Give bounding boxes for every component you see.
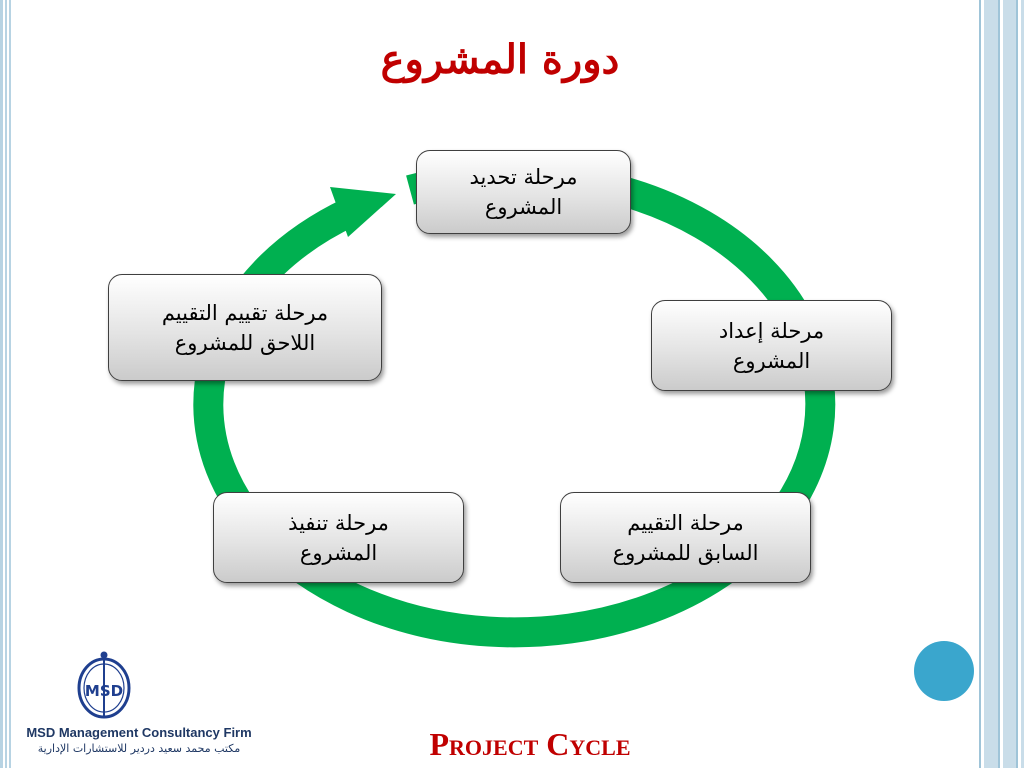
stage-prior-evaluation: مرحلة التقييم السابق للمشروع xyxy=(560,492,811,583)
msd-logo: MSD xyxy=(77,651,131,719)
stage-implementation: مرحلة تنفيذ المشروع xyxy=(213,492,464,583)
stage-preparation-line1: مرحلة إعداد xyxy=(718,318,825,343)
stage-post-evaluation-line2: اللاحق للمشروع xyxy=(174,330,316,355)
svg-text:MSD: MSD xyxy=(85,682,123,700)
stage-identification-line2: المشروع xyxy=(484,195,563,219)
firm-name-english: MSD Management Consultancy Firm xyxy=(26,725,252,740)
stage-preparation-line2: المشروع xyxy=(732,348,811,373)
stage-implementation-line1: مرحلة تنفيذ xyxy=(288,510,389,535)
stage-prior-evaluation-line1: مرحلة التقييم xyxy=(627,510,744,535)
stage-implementation-line2: المشروع xyxy=(299,540,378,565)
slide-title: دورة المشروع xyxy=(380,36,620,83)
cycle-ring xyxy=(193,161,836,648)
stage-identification-line1: مرحلة تحديد xyxy=(469,165,578,189)
firm-name-arabic: مكتب محمد سعيد دردير للاستشارات الإدارية xyxy=(37,742,241,755)
stage-prior-evaluation-line2: السابق للمشروع xyxy=(612,540,759,565)
left-border-decoration xyxy=(0,0,12,768)
cycle-arrowhead xyxy=(330,187,396,237)
stage-identification: مرحلة تحديد المشروع xyxy=(416,150,631,234)
right-border-decoration xyxy=(976,0,1024,768)
footer-title: Project Cycle xyxy=(429,726,631,762)
stage-post-evaluation: مرحلة تقييم التقييم اللاحق للمشروع xyxy=(108,274,382,381)
stage-preparation: مرحلة إعداد المشروع xyxy=(651,300,892,391)
accent-circle xyxy=(914,641,974,701)
stage-post-evaluation-line1: مرحلة تقييم التقييم xyxy=(161,300,329,325)
